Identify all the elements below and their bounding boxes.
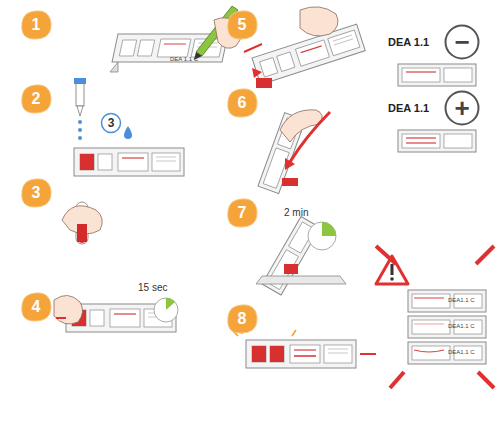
step-number: 3 [32,185,41,201]
time-label: 2 min [284,207,308,218]
result-label: DEA 1.1 [388,102,429,114]
step-number: 1 [32,17,41,33]
step-number: 4 [32,299,41,315]
result-label: DEA 1.1 [388,36,429,48]
step-badge: 2 [20,84,52,114]
step-number: 8 [238,311,247,327]
step-badge: 1 [20,10,52,40]
step-badge: 5 [226,10,258,40]
card-label: DEA 1.1 C [170,56,198,63]
result-sign: − [444,24,480,60]
result-sign: + [444,90,480,126]
step-badge: 3 [20,178,52,208]
card-label: DEA1.1 C [448,323,475,330]
card-label: DEA1.1 C [448,297,475,304]
time-label: 15 sec [138,282,167,293]
step-number: 6 [238,95,247,111]
step-number: 2 [32,91,41,107]
drop-count: 3 [100,112,122,134]
sign-symbol: + [454,95,469,121]
step-badge: 8 [226,304,258,334]
count-number: 3 [108,117,115,129]
step-badge: 6 [226,88,258,118]
step-badge: 7 [226,198,258,228]
step-number: 5 [238,17,247,33]
sign-symbol: − [454,29,469,55]
step-badge: 4 [20,292,52,322]
card-label: DEA1.1 C [448,349,475,356]
step-number: 7 [238,205,247,221]
